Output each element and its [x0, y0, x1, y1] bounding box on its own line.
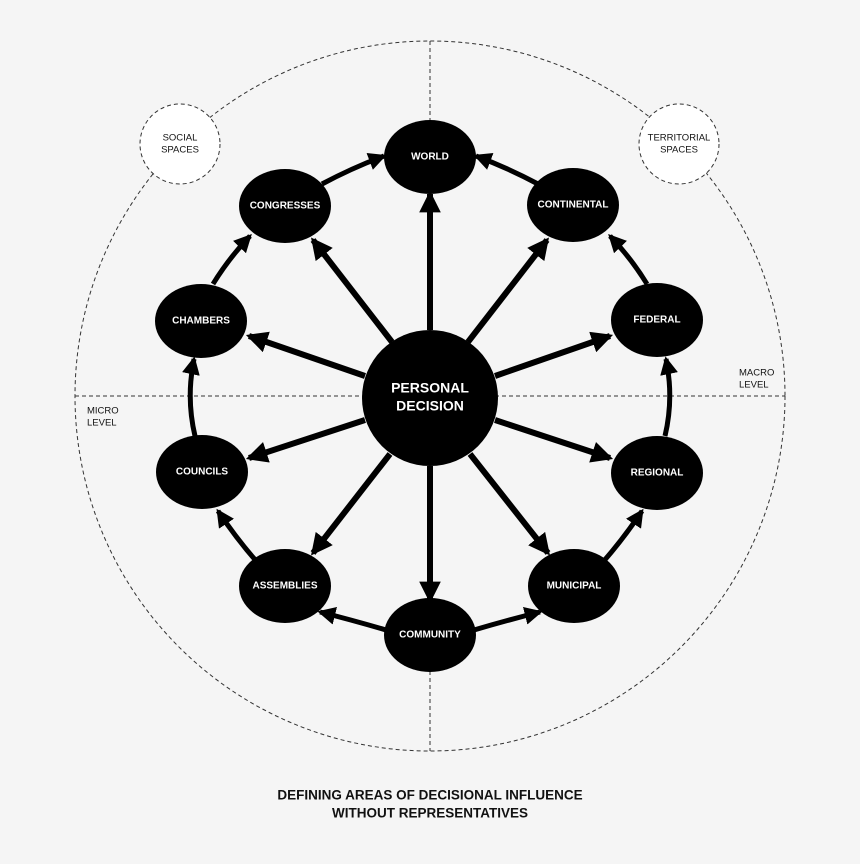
- arrow-federal-to-continental: [608, 234, 650, 286]
- node-congresses: CONGRESSES: [239, 169, 331, 243]
- micro-level-line2: LEVEL: [87, 418, 117, 429]
- arrow-continental-to-world: [473, 152, 540, 187]
- node-world: WORLD: [384, 120, 476, 194]
- arrow-to-congresses: [310, 237, 395, 344]
- node-community-label: COMMUNITY: [399, 630, 461, 641]
- arrow-assemblies-to-councils: [215, 508, 259, 564]
- arrow-councils-to-chambers: [182, 356, 200, 437]
- arrow-to-regional: [494, 417, 614, 463]
- ring-arrows: [182, 152, 678, 633]
- node-assemblies: ASSEMBLIES: [239, 549, 331, 623]
- social-spaces-line1: SOCIAL: [163, 133, 198, 144]
- territorial-spaces-bubble: TERRITORIAL SPACES: [638, 103, 720, 185]
- radial-arrows: [245, 190, 614, 604]
- arrow-to-councils: [245, 417, 366, 463]
- territorial-spaces-line2: SPACES: [660, 145, 698, 156]
- arrow-to-continental: [465, 237, 550, 344]
- caption-line2: WITHOUT REPRESENTATIVES: [332, 806, 528, 821]
- caption-line1: DEFINING AREAS OF DECISIONAL INFLUENCE: [277, 788, 582, 803]
- arrow-congresses-to-world: [320, 152, 387, 187]
- node-federal: FEDERAL: [611, 283, 703, 357]
- territorial-spaces-line1: TERRITORIAL: [648, 133, 711, 144]
- arrow-community-to-municipal: [473, 606, 543, 633]
- node-assemblies-label: ASSEMBLIES: [252, 581, 317, 592]
- node-regional: REGIONAL: [611, 436, 703, 510]
- arrow-chambers-to-congresses: [210, 234, 252, 286]
- node-continental: CONTINENTAL: [527, 168, 619, 242]
- macro-level-line1: MACRO: [739, 368, 774, 379]
- arrow-regional-to-federal: [660, 356, 678, 437]
- node-municipal: MUNICIPAL: [528, 549, 620, 623]
- node-municipal-label: MUNICIPAL: [547, 581, 602, 592]
- node-councils: COUNCILS: [156, 435, 248, 509]
- arrow-community-to-assemblies: [317, 606, 387, 633]
- center-label-line1: PERSONAL: [391, 380, 469, 396]
- node-community: COMMUNITY: [384, 598, 476, 672]
- arrow-to-federal: [494, 331, 614, 379]
- arrow-to-municipal: [467, 452, 551, 556]
- arrow-municipal-to-regional: [601, 508, 645, 564]
- node-world-label: WORLD: [411, 152, 449, 163]
- node-chambers-label: CHAMBERS: [172, 316, 230, 327]
- arrow-to-chambers: [245, 331, 366, 379]
- social-spaces-bubble: SOCIAL SPACES: [139, 103, 221, 185]
- node-councils-label: COUNCILS: [176, 467, 229, 478]
- center-node: PERSONAL DECISION: [362, 330, 498, 466]
- macro-level-line2: LEVEL: [739, 380, 769, 391]
- node-federal-label: FEDERAL: [633, 315, 680, 326]
- center-label-line2: DECISION: [396, 398, 464, 414]
- node-continental-label: CONTINENTAL: [538, 200, 609, 211]
- node-chambers: CHAMBERS: [155, 284, 247, 358]
- arrow-to-assemblies: [310, 452, 393, 556]
- social-spaces-line2: SPACES: [161, 145, 199, 156]
- node-regional-label: REGIONAL: [631, 468, 684, 479]
- micro-level-line1: MICRO: [87, 406, 119, 417]
- node-congresses-label: CONGRESSES: [250, 201, 321, 212]
